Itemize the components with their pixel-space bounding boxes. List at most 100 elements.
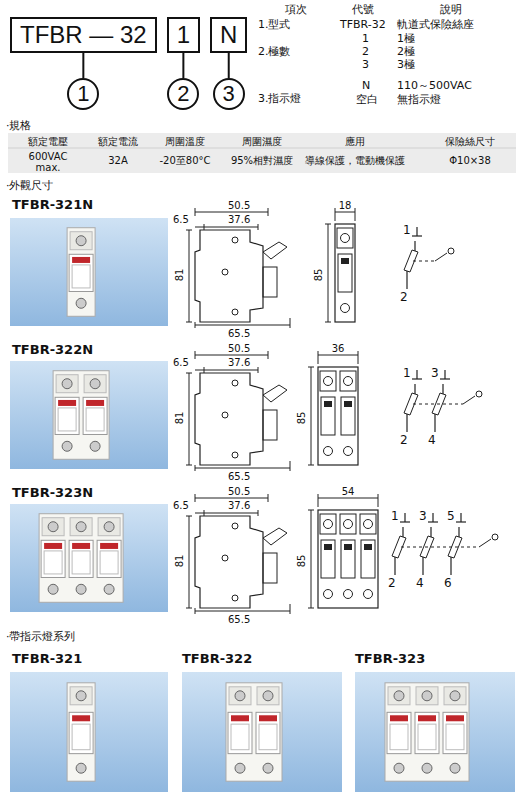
drawing-stroke xyxy=(308,510,314,511)
text-label: 5 xyxy=(447,510,455,523)
terminal-cover xyxy=(444,687,466,705)
drawing-stroke xyxy=(195,468,290,469)
terminal-screw xyxy=(394,691,404,701)
drawing-stroke xyxy=(268,208,269,216)
drawing-stroke xyxy=(400,521,410,522)
handle xyxy=(263,242,287,259)
product-photo xyxy=(182,672,342,792)
terminal-screw xyxy=(90,441,100,451)
terminal-cover xyxy=(70,518,92,536)
fuse-carrier xyxy=(341,397,355,435)
terminal-screw xyxy=(263,763,273,773)
model-title: TFBR-322 xyxy=(182,652,252,666)
drawing-stroke xyxy=(318,498,378,499)
indicator-window xyxy=(72,257,90,263)
text-label: Φ10×38 xyxy=(449,155,491,166)
screw-hole xyxy=(222,412,228,418)
indicator-window xyxy=(418,715,436,721)
indicator-window xyxy=(100,543,118,549)
drawing-stroke xyxy=(335,212,355,213)
spec-divider xyxy=(8,148,516,149)
text-label: 1 xyxy=(362,33,369,45)
text-label: ·帶指示燈系列 xyxy=(6,631,76,643)
indicator-window xyxy=(446,715,464,721)
terminal-cover xyxy=(70,687,92,705)
fuse-carrier xyxy=(83,397,107,434)
drawing-stroke xyxy=(456,521,466,522)
carrier-label xyxy=(44,551,62,574)
drawing-stroke xyxy=(458,527,459,537)
screw-hole xyxy=(232,237,238,243)
text-label: 3 xyxy=(362,59,369,71)
drawing-stroke xyxy=(460,513,461,522)
screw-hole xyxy=(232,452,238,458)
spec-band xyxy=(8,133,516,173)
front-view-outline xyxy=(335,224,355,322)
carrier-label xyxy=(259,724,277,750)
text-label: 2 xyxy=(362,46,369,58)
indicator-window xyxy=(231,715,249,721)
carrier-label xyxy=(418,724,436,750)
text-label: 導線保護，電動機保護 xyxy=(305,155,405,166)
indicator-window xyxy=(324,544,332,550)
product-photo xyxy=(10,672,168,792)
fuse-carrier xyxy=(415,712,439,753)
terminal-screw xyxy=(90,379,100,389)
terminal-cover xyxy=(42,518,64,536)
product-photo xyxy=(355,672,515,792)
drawing-stroke xyxy=(325,224,331,225)
text-label: 50.5 xyxy=(228,486,250,497)
drawing-stroke xyxy=(195,611,290,612)
text-label: 項次 xyxy=(285,4,307,16)
text-label: 2 xyxy=(400,291,408,304)
text-label: 65.5 xyxy=(228,328,250,339)
drawing-stroke xyxy=(318,355,358,356)
terminal-screw xyxy=(341,304,350,313)
text-label: 65.5 xyxy=(228,471,250,482)
drawing-stroke xyxy=(189,516,190,608)
text-label: 37.6 xyxy=(228,214,250,225)
fuse-carrier xyxy=(41,540,65,577)
drawing-stroke xyxy=(335,208,336,221)
indicator-window xyxy=(86,400,104,406)
code-text: TFBR — 32 xyxy=(20,21,147,49)
switch-contact xyxy=(476,391,482,397)
drawing-stroke xyxy=(186,230,192,231)
text-label: 54 xyxy=(342,486,355,497)
callout-number: 1 xyxy=(77,81,89,107)
product-photo xyxy=(10,361,168,469)
text-label: 36 xyxy=(332,343,345,354)
text-label: 6 xyxy=(444,577,452,590)
switch-contact xyxy=(448,248,454,254)
terminal-cover xyxy=(98,518,120,536)
fuse-holder-body xyxy=(39,514,123,603)
drawing-stroke xyxy=(358,351,359,364)
drawing-stroke xyxy=(195,355,268,356)
text-label: 95%相對濕度 xyxy=(231,155,293,166)
drawing-stroke xyxy=(432,513,433,522)
text-label: 說明 xyxy=(440,4,462,16)
terminal-screw xyxy=(324,590,333,599)
drawing-stroke xyxy=(413,404,463,405)
text-label: 4 xyxy=(428,434,436,447)
drawing-stroke xyxy=(414,241,415,251)
carrier-label xyxy=(72,265,90,288)
drawing-stroke xyxy=(258,367,259,373)
callout-connector xyxy=(82,53,84,78)
text-label: 50.5 xyxy=(228,343,250,354)
terminal-cover xyxy=(56,375,78,393)
drawing-stroke xyxy=(195,322,196,328)
text-label: 1 xyxy=(403,367,411,380)
carrier-label xyxy=(231,724,249,750)
side-view-outline xyxy=(195,230,263,322)
drawing-stroke xyxy=(258,510,259,516)
terminal-screw xyxy=(422,763,432,773)
drawing-stroke xyxy=(186,465,192,466)
text-label: 65.5 xyxy=(228,614,250,625)
model-title: TFBR-323 xyxy=(355,652,425,666)
callout-connector xyxy=(182,53,184,78)
side-view-outline xyxy=(195,373,263,465)
terminal-screw xyxy=(76,298,86,308)
screw-hole xyxy=(232,595,238,601)
